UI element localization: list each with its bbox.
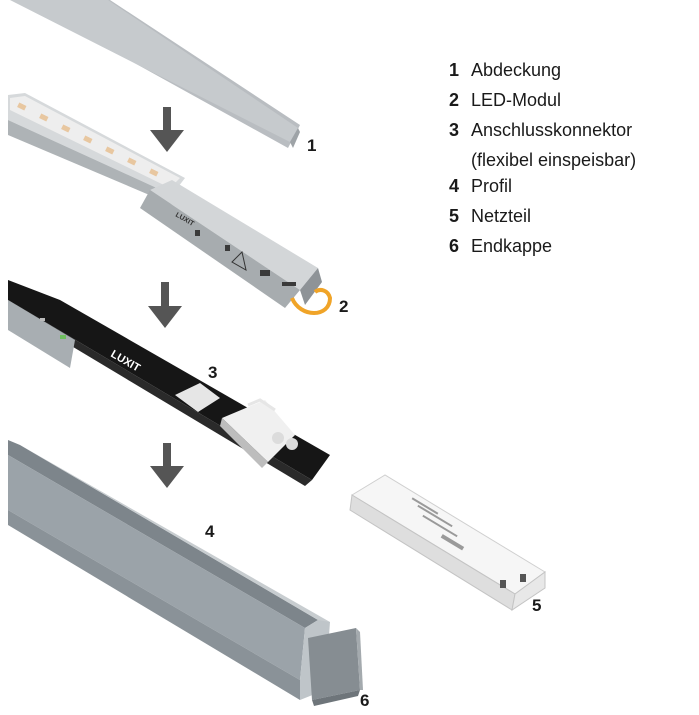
- legend-number: 3: [449, 120, 460, 140]
- legend-label: Netzteil: [471, 206, 532, 226]
- callout-1: 1: [307, 136, 316, 155]
- callout-2: 2: [339, 297, 348, 316]
- aluminum-profile: [8, 440, 330, 700]
- callout-4: 4: [205, 522, 215, 541]
- legend-label: Endkappe: [471, 236, 553, 256]
- callout-6: 6: [360, 691, 369, 710]
- callout-5: 5: [532, 596, 541, 615]
- legend-number: 2: [449, 90, 460, 110]
- end-cap: [308, 628, 363, 706]
- legend-number: 6: [449, 236, 460, 256]
- legend-item: 4 Profil: [449, 176, 694, 206]
- legend-label: Profil: [471, 176, 513, 196]
- callout-3: 3: [208, 363, 217, 382]
- legend-item: 3 Anschlusskonnektor: [449, 120, 694, 150]
- power-supply: [349, 474, 546, 612]
- legend-item: 1 Abdeckung: [449, 60, 694, 90]
- connector-pcb: [8, 280, 330, 486]
- legend-label: LED-Modul: [471, 90, 562, 110]
- led-module: [8, 93, 333, 315]
- legend-label: Abdeckung: [471, 60, 562, 80]
- legend-label: Anschlusskonnektor: [471, 120, 633, 140]
- down-arrow-icon: [148, 282, 182, 328]
- down-arrow-icon: [150, 107, 184, 152]
- legend-number: 4: [449, 176, 460, 196]
- legend-item: 2 LED-Modul: [449, 90, 694, 120]
- parts-legend: 1 Abdeckung 2 LED-Modul 3 Anschlusskonne…: [449, 60, 694, 266]
- legend-item: 5 Netzteil: [449, 206, 694, 236]
- legend-number: 1: [449, 60, 460, 80]
- legend-item: 6 Endkappe: [449, 236, 694, 266]
- legend-label-continuation: (flexibel einspeisbar): [471, 150, 637, 170]
- cover-strip: [10, 0, 300, 148]
- down-arrow-icon: [150, 443, 184, 488]
- legend-number: 5: [449, 206, 460, 226]
